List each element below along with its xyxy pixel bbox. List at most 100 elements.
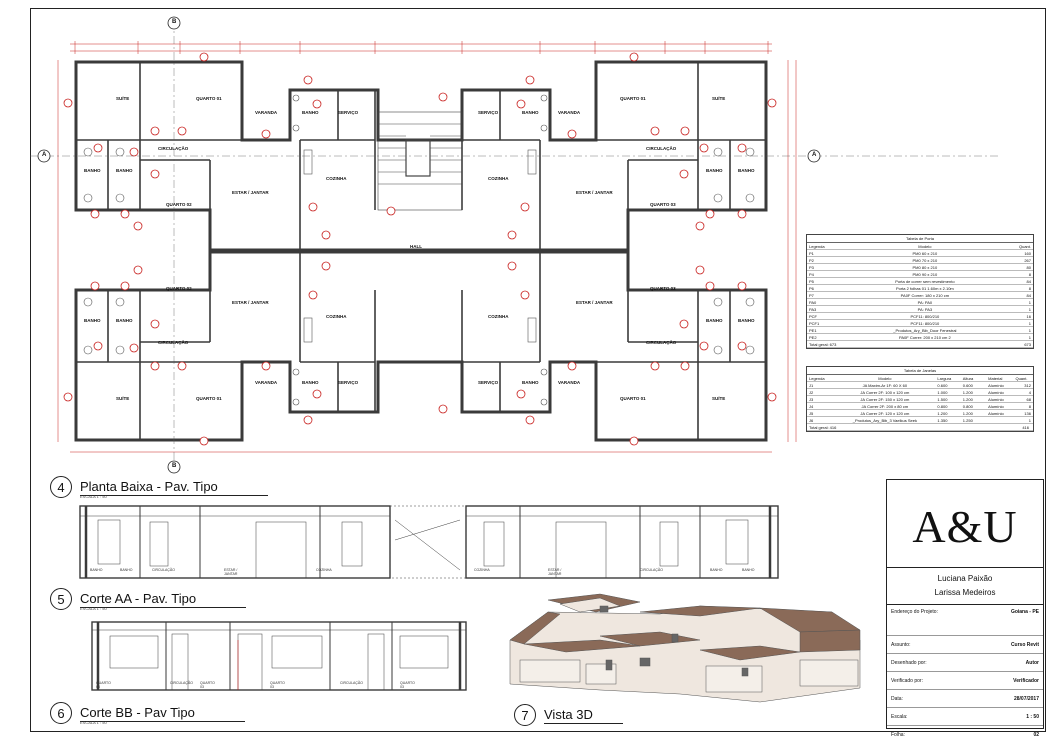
corte-aa-label: ESTAR / JANTAR [548, 568, 562, 576]
table-cell: 312 [1024, 382, 1031, 388]
table-cell: Alumínio [988, 410, 1004, 416]
table-cell: 8 [1028, 271, 1031, 277]
table-cell: 8 [1028, 285, 1031, 291]
scale-value: 1 : 50 [1026, 713, 1039, 720]
corte-bb-drawing [91, 621, 467, 691]
table-cell: 1.200 [962, 410, 973, 416]
section-marks [30, 16, 1000, 474]
table-cell: J2 [809, 389, 814, 395]
address-label: Endereço do Projeto: [891, 609, 938, 615]
corte-bb-label: CIRCULAÇÃO [170, 681, 193, 685]
table-cell: PA0 [809, 299, 817, 305]
address-row: Endereço do Projeto: Goiana - PE [887, 605, 1043, 636]
table-cell: 1.250 [962, 417, 973, 423]
table-cell: _Produtos_Ary_Bib_Door Fenestral [893, 327, 957, 333]
drawn-by-value: Autor [1025, 659, 1039, 666]
table-cell: PA0F Correr: 180 x 210 cm [900, 292, 950, 298]
table-cell: 267 [1024, 257, 1031, 263]
date-label: Data: [891, 695, 903, 702]
col-header: Legenda [809, 243, 825, 249]
view-name: Vista 3D [544, 707, 623, 724]
table-cell: 68 [1026, 396, 1031, 402]
window-schedule-table: Tabela de Janelas Legenda Modelo Largura… [806, 366, 1034, 432]
table-cell: 1.500 [937, 396, 948, 402]
checked-by-row: Verificado por: Verificador [887, 672, 1043, 690]
table-cell: J1 [809, 382, 814, 388]
view-title-corte-aa: 5 Corte AA - Pav. Tipo ESCALA 1 : 50 [50, 588, 247, 611]
scale-label: Escala: [891, 713, 908, 720]
checked-by-label: Verificado por: [891, 677, 923, 684]
view-number: 5 [50, 588, 72, 610]
table-cell: 1 [1028, 320, 1031, 326]
table-cell: Alumínio [988, 389, 1004, 395]
table-title: Tabela de Janelas [807, 367, 1033, 375]
table-cell: JA Correr 2F: 100 x 120 cm [860, 389, 910, 395]
table-cell: 84 [1026, 292, 1031, 298]
table-cell: PCF11: 800/210 [910, 313, 940, 319]
table-cell: PM0 80 x 210 [912, 264, 938, 270]
corte-aa-label: BANHO [742, 568, 755, 572]
col-header: Modelo [918, 243, 932, 249]
col-header: Modelo [878, 375, 892, 381]
table-cell: J5 [809, 410, 814, 416]
table-cell: JA Correr 2F: 200 x 80 cm [861, 403, 909, 409]
corte-bb-label: QUARTO 03 [96, 681, 111, 689]
corte-aa-label: CIRCULAÇÃO [152, 568, 175, 572]
table-cell: P3 [809, 264, 814, 270]
table-header-row: Legenda Modelo Largura Altura Material Q… [807, 375, 1033, 382]
table-row: P6 Porta 2 folhas 01 1.60m x 2.10m 8 [807, 285, 1033, 292]
interior-walls [76, 62, 766, 440]
table-cell: Alumínio [988, 396, 1004, 402]
table-cell: PCF11: 800/210 [910, 320, 940, 326]
address-value: Goiana - PE [1010, 609, 1039, 615]
col-header: Material [988, 375, 1003, 381]
table-row: P7 PA0F Correr: 180 x 210 cm 84 [807, 292, 1033, 299]
table-cell: 8 [1028, 403, 1031, 409]
table-cell: 136 [1024, 410, 1031, 416]
section-mark-b-top: B [172, 19, 177, 25]
table-cell: P6 [809, 285, 814, 291]
table-total: Total geral: 673 [809, 341, 837, 347]
table-cell: PE1 [809, 327, 817, 333]
table-cell: 1 [1028, 334, 1031, 340]
table-cell: 84 [1026, 278, 1031, 284]
table-title: Tabela de Porta [807, 235, 1033, 243]
table-cell: _Produtos_Ary_Bib_3 Vaelkus Seek [852, 417, 917, 423]
table-cell: P7 [809, 292, 814, 298]
view-number: 7 [514, 704, 536, 726]
corte-bb-label: QUARTO 03 [400, 681, 415, 689]
table-cell: 160 [1024, 250, 1031, 256]
table-cell: PA: PA0 [917, 299, 933, 305]
subject-value: Curso Revit [1010, 641, 1039, 648]
door-schedule-table: Tabela de Porta Legenda Modelo Quant. P1… [806, 234, 1034, 349]
table-cell: J3 [809, 396, 814, 402]
corte-bb-label: QUARTO 03 [200, 681, 215, 689]
corte-aa-label: CIRCULAÇÃO [640, 568, 663, 572]
table-cell: Alumínio [988, 403, 1004, 409]
col-header: Legenda [809, 375, 825, 381]
table-cell: 1.000 [937, 389, 948, 395]
corte-aa-label: COZINHA [474, 568, 490, 572]
corte-bb-label: QUARTO 03 [270, 681, 285, 689]
table-cell: Porta 2 folhas 01 1.60m x 2.10m [895, 285, 954, 291]
table-cell: P5 [809, 278, 814, 284]
table-cell: PM0 70 x 210 [912, 257, 938, 263]
corte-aa-label: ESTAR / JANTAR [224, 568, 238, 576]
section-mark-a-right: A [812, 152, 817, 158]
fixtures [83, 94, 755, 406]
outer-walls [74, 60, 768, 442]
sheet-value: 02 [1033, 731, 1039, 738]
